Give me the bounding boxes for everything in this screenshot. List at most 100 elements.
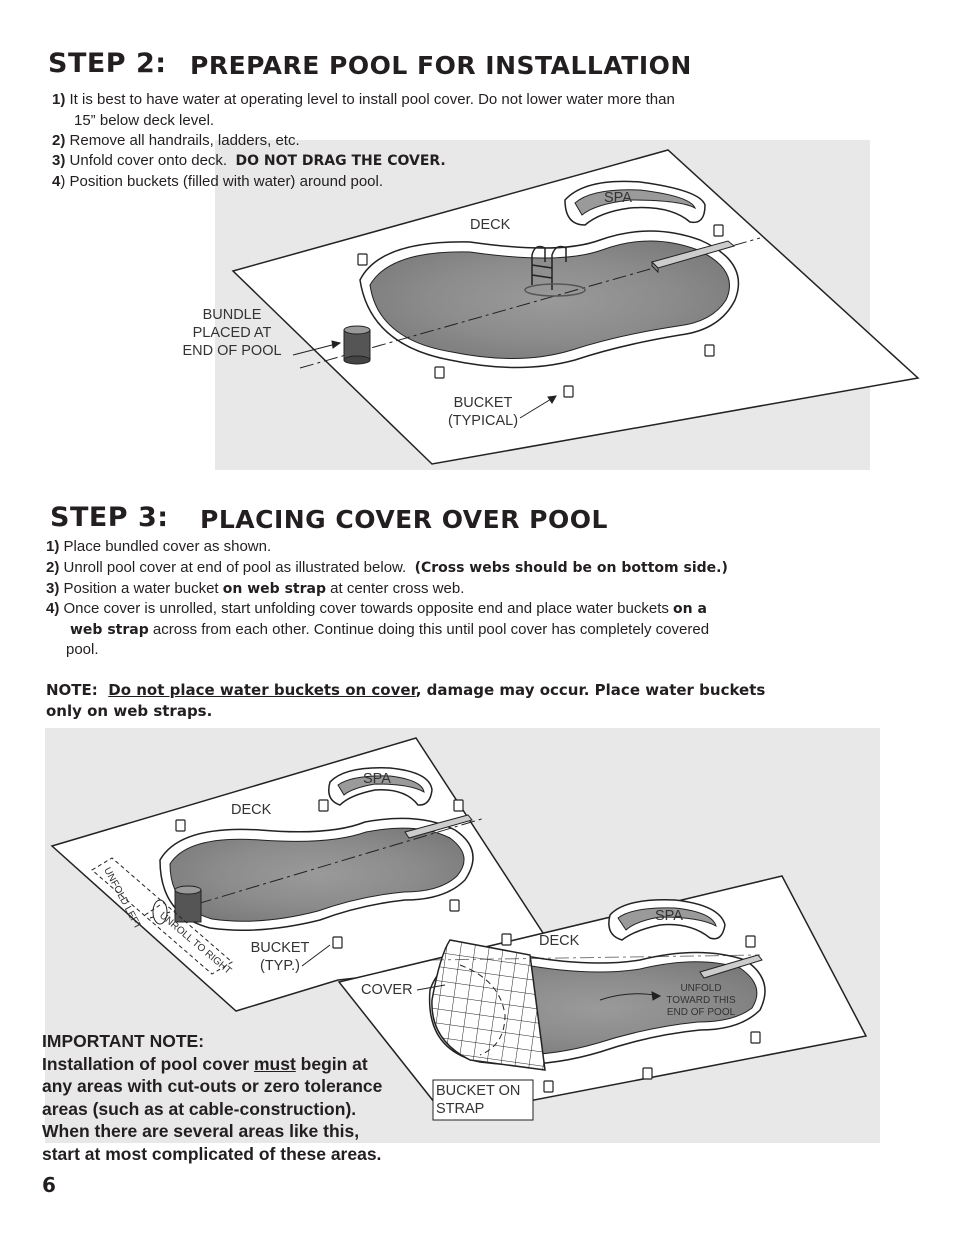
item-text: across from each other. Continue doing t… xyxy=(152,621,710,638)
bundle-label: BUNDLE PLACED AT END OF POOL xyxy=(178,306,286,360)
item-number: 2) xyxy=(46,559,60,576)
important-note-text: Installation of pool cover xyxy=(42,1053,254,1074)
step3-item-4: 4) Once cover is unrolled, start unfoldi… xyxy=(46,599,707,619)
pool-shape-1 xyxy=(159,817,474,931)
step3-item-1: 1) Place bundled cover as shown. xyxy=(46,537,271,557)
step3-diagrams xyxy=(45,728,880,1143)
deck-label-1: DECK xyxy=(231,802,272,818)
item-text: Unroll pool cover at end of pool as illu… xyxy=(63,559,407,576)
note: NOTE: Do not place water buckets on cove… xyxy=(46,680,765,701)
step3-item-4-cont: web strap across from each other. Contin… xyxy=(70,620,709,640)
item-number: 3) xyxy=(52,152,66,169)
pool-shape xyxy=(359,230,740,369)
bucket-label-1: BUCKET (TYP.) xyxy=(244,939,316,975)
item-text: Place bundled cover as shown. xyxy=(63,538,272,555)
bucket-leader-1 xyxy=(301,944,331,967)
spa-label-2: SPA xyxy=(655,908,683,924)
item-text: Position a water bucket xyxy=(63,580,219,597)
step2-item-2: 2) Remove all handrails, ladders, etc. xyxy=(52,131,300,151)
spa-label-1: SPA xyxy=(363,771,391,787)
buckets-2 xyxy=(501,933,761,1093)
buckets-1 xyxy=(175,799,464,949)
step2-item-3: 3) Unfold cover onto deck. DO NOT DRAG T… xyxy=(52,151,446,171)
step2-diagram xyxy=(215,140,920,470)
spa-shape-2 xyxy=(608,899,726,941)
item-number: 2) xyxy=(52,132,66,149)
item-emphasis: on a xyxy=(673,601,707,617)
spa-label: SPA xyxy=(604,190,632,206)
deck-label-2: DECK xyxy=(539,933,580,949)
direction-box xyxy=(91,857,233,975)
unfold-label: UNFOLD TOWARD THIS END OF POOL xyxy=(655,983,747,1019)
cover-label: COVER xyxy=(361,982,413,998)
bundle-label-line: PLACED AT xyxy=(192,325,272,341)
important-note-line: Installation of pool cover must begin at xyxy=(42,1053,382,1076)
item-text: Remove all handrails, ladders, etc. xyxy=(69,132,300,149)
item-text: It is best to have water at operating le… xyxy=(69,91,675,108)
deck-label: DECK xyxy=(470,217,511,233)
step3-label: STEP 3: xyxy=(50,502,169,533)
item-text: Unfold cover onto deck. xyxy=(69,152,228,169)
buckets xyxy=(357,224,724,398)
note-label: NOTE: xyxy=(46,681,98,699)
bucket-on-strap-line: STRAP xyxy=(436,1101,485,1117)
important-note-heading: IMPORTANT NOTE: xyxy=(42,1031,205,1051)
important-note-text: begin at xyxy=(295,1053,368,1074)
bucket-label-line: (TYPICAL) xyxy=(447,413,519,429)
bundle-label-line: END OF POOL xyxy=(182,343,282,359)
important-note-line: areas (such as at cable-construction). xyxy=(42,1098,357,1119)
item-number: 4 xyxy=(52,173,61,190)
bucket-label-line: BUCKET xyxy=(250,940,310,956)
bucket-on-strap-box xyxy=(432,1079,534,1121)
item-tail: at center cross web. xyxy=(330,580,465,597)
diving-board-1 xyxy=(404,814,473,839)
step3-item-2: 2) Unroll pool cover at end of pool as i… xyxy=(46,558,728,578)
note-rest: , damage may occur. Place water buckets xyxy=(415,681,766,699)
item-text: Once cover is unrolled, start unfolding … xyxy=(63,600,669,617)
bucket-on-strap-label: BUCKET ON STRAP xyxy=(436,1082,520,1118)
page-number: 6 xyxy=(42,1173,56,1197)
bucket-label-line: (TYP.) xyxy=(259,958,301,974)
item-number: 3) xyxy=(46,580,60,597)
step2-item-1: 1) It is best to have water at operating… xyxy=(52,90,675,110)
important-note-underlined: must xyxy=(253,1053,296,1074)
bucket-label-line: BUCKET xyxy=(453,395,513,411)
spa-shape-1 xyxy=(328,767,433,806)
center-line xyxy=(299,237,761,369)
cover-bundle-1 xyxy=(152,885,202,925)
important-note: IMPORTANT NOTE: Installation of pool cov… xyxy=(42,1030,382,1165)
leader-arrows xyxy=(292,340,557,419)
center-line-2 xyxy=(429,954,761,961)
step2-item-1-cont: 15” below deck level. xyxy=(74,112,215,129)
item-number: 1) xyxy=(52,91,66,108)
step2-title: PREPARE POOL FOR INSTALLATION xyxy=(190,51,692,80)
item-text: ) Position buckets (filled with water) a… xyxy=(60,173,383,190)
important-note-line: any areas with cut-outs or zero toleranc… xyxy=(42,1076,383,1096)
step3-title: PLACING COVER OVER POOL xyxy=(200,505,608,534)
diving-board-2 xyxy=(699,954,763,979)
step2-item-4: 4) Position buckets (filled with water) … xyxy=(52,172,383,192)
bucket-on-strap-line: BUCKET ON xyxy=(436,1083,521,1099)
unfold-label-line: END OF POOL xyxy=(666,1007,736,1018)
step3-item-3: 3) Position a water bucket on web strap … xyxy=(46,579,464,599)
step2-label: STEP 2: xyxy=(48,48,167,79)
unfold-label-line: TOWARD THIS xyxy=(666,995,736,1006)
item-emphasis: on web strap xyxy=(222,581,326,597)
step3-item-4-cont2: pool. xyxy=(66,641,99,658)
center-line-1 xyxy=(149,817,486,919)
ladder xyxy=(524,245,586,297)
item-emphasis: web strap xyxy=(70,622,149,638)
bundle-label-line: BUNDLE xyxy=(202,307,262,323)
item-number: 1) xyxy=(46,538,60,555)
note-underlined: Do not place water buckets on cover xyxy=(108,681,416,699)
item-emphasis: DO NOT DRAG THE COVER. xyxy=(235,153,446,169)
important-note-line: When there are several areas like this, xyxy=(42,1121,360,1141)
cover-bundle xyxy=(343,325,371,365)
important-note-line: start at most complicated of these areas… xyxy=(42,1143,382,1164)
bucket-label: BUCKET (TYPICAL) xyxy=(444,394,522,430)
spa-shape xyxy=(564,180,706,226)
note-line2: only on web straps. xyxy=(46,702,213,720)
unfold-label-line: UNFOLD xyxy=(680,983,722,994)
item-emphasis: (Cross webs should be on bottom side.) xyxy=(414,560,728,576)
